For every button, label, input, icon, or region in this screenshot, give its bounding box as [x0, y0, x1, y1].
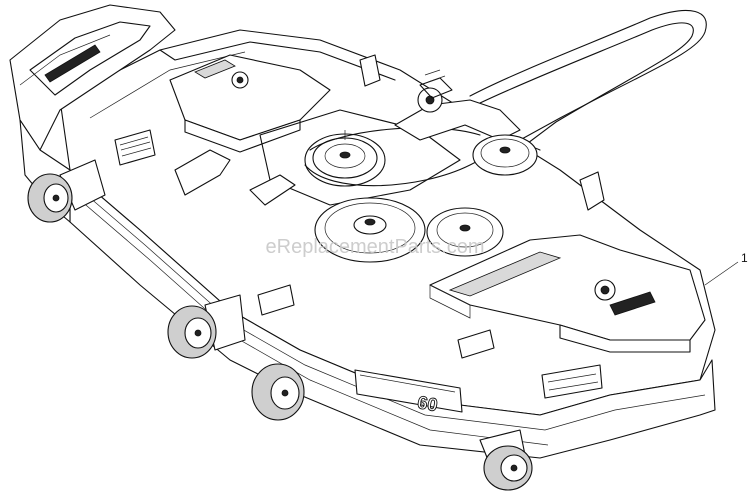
watermark-text: eReplacementParts.com — [266, 236, 485, 258]
right-spindle-cover — [429, 234, 706, 353]
safety-decals — [114, 129, 603, 399]
idler-arm-assembly — [394, 69, 538, 176]
right-spindle-assembly — [314, 197, 504, 263]
wheel-rear-left — [27, 159, 106, 223]
deck-model-text: 60 — [416, 392, 439, 415]
left-discharge-cover — [9, 4, 176, 223]
caster-wheels — [27, 159, 533, 491]
deck-handle-loop — [469, 9, 707, 147]
callout-label: 1 — [741, 251, 748, 265]
wheel-mid-left — [167, 294, 246, 359]
deck-model-plate: 60 — [354, 369, 463, 416]
callout-1: 1 — [704, 251, 748, 286]
wheel-front-right — [479, 429, 533, 491]
left-spindle-cover — [169, 54, 331, 153]
deck-brackets — [174, 54, 605, 211]
wheel-front-left — [251, 363, 305, 421]
